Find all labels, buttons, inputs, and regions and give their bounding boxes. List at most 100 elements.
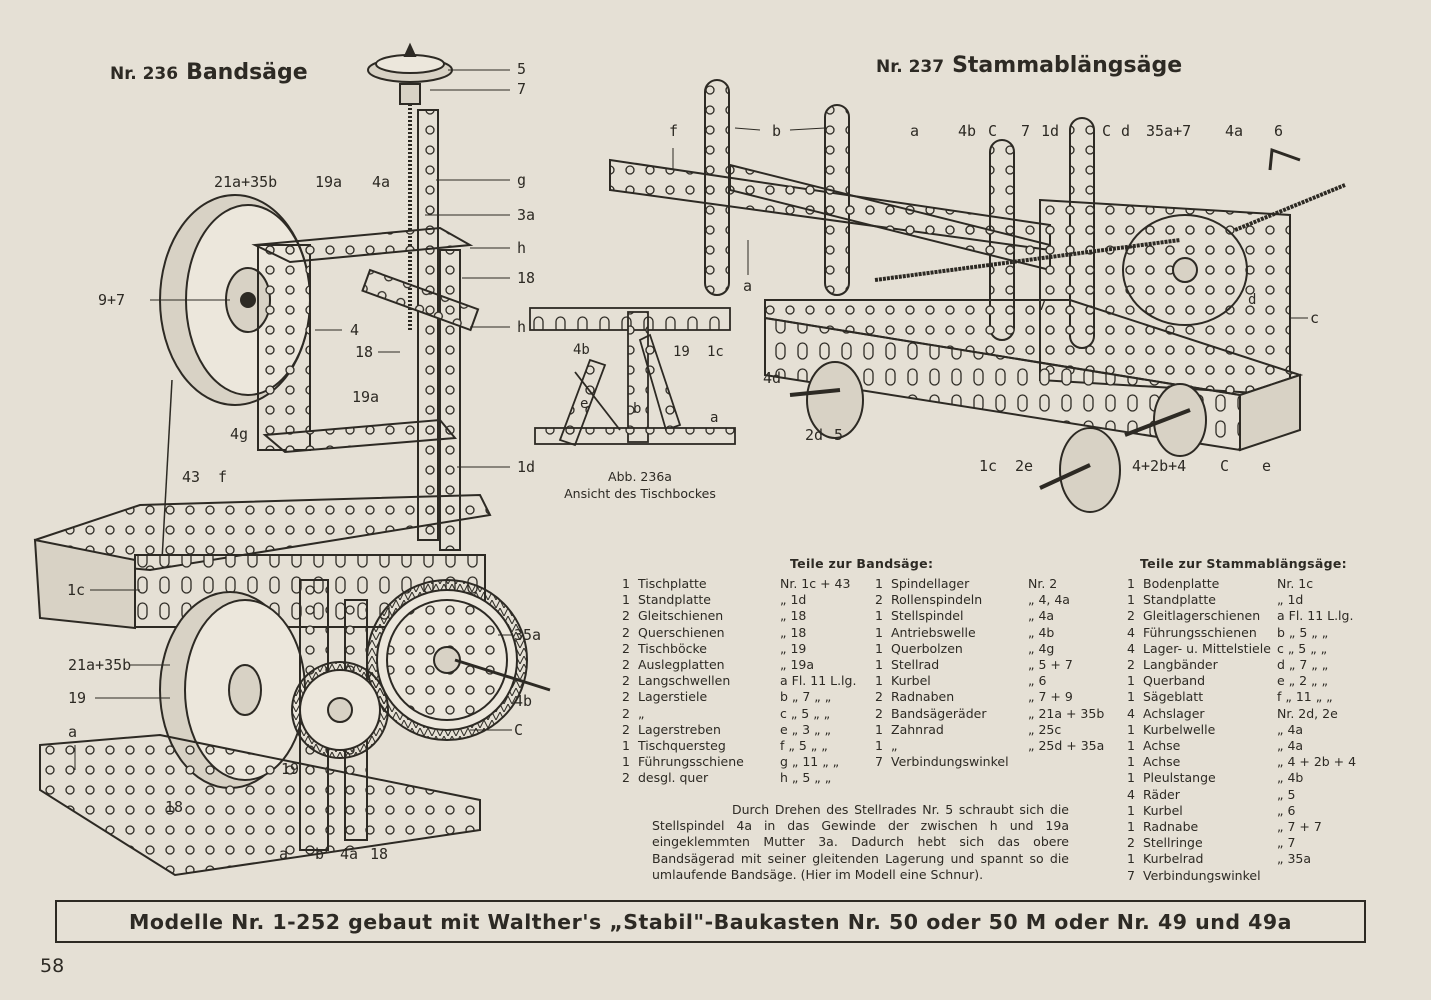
callout: 4 [350,321,360,339]
parts-row: 1 „„ 25d + 35a [875,738,1123,754]
parts-description: Tischquersteg [638,738,726,754]
callout: 18 [370,845,389,863]
callout: e [1262,457,1272,475]
parts-reference: c „ 5 „ „ [780,705,831,721]
callout: 2e [1015,457,1034,475]
parts-reference: c „ 5 „ „ [1277,640,1328,656]
parts-quantity: 2 [622,608,630,624]
parts-reference: „ 4a [1028,608,1055,624]
parts-reference: „ 4, 4a [1028,592,1070,608]
parts-reference: „ 5 + 7 [1028,657,1073,673]
parts-quantity: 1 [875,576,883,591]
parts-description: Antriebswelle [891,624,976,640]
parts-reference: „ 25d + 35a [1028,738,1105,754]
parts-quantity: 2 [1127,608,1135,624]
callout: 1c [979,457,998,475]
parts-quantity: 4 [1127,640,1135,656]
parts-reference: „ 1d [1277,592,1304,608]
parts-quantity: 1 [875,673,883,689]
parts-description: Führungsschiene [638,754,744,770]
callout: h [517,239,527,257]
callout: 21a+35b [214,173,278,191]
parts-reference: „ 1d [780,592,807,608]
parts-description: Radnabe [1143,819,1199,835]
callout: 19a [352,388,380,406]
parts-reference: „ 19a [780,657,815,673]
parts-reference: „ 18 [780,608,807,624]
callout: 5 [517,60,527,78]
callout: C [988,122,998,140]
parts-quantity: 2 [622,705,630,721]
parts-reference: b „ 7 „ „ [780,689,832,705]
parts-reference: a Fl. 11 L.lg. [1277,608,1354,624]
callout: 4a [340,845,359,863]
parts-quantity: 2 [622,689,630,705]
bandsaw-leader-lines [74,69,512,770]
parts-quantity: 1 [1127,770,1135,786]
guide-strip-left [704,79,730,296]
base-plate [764,299,1304,452]
gear-small [291,661,389,759]
gear-large [366,579,528,741]
parts-description: Querbolzen [891,640,963,656]
callout: d [1121,122,1131,140]
callout: 18 [355,343,374,361]
base-rails [39,733,481,877]
callout: c [1310,309,1320,327]
parts-description: Rollenspindeln [891,592,983,608]
callout: 35a [514,626,542,644]
callout: a [279,845,289,863]
callout: 4g [230,425,249,443]
parts-reference: f „ 5 „ „ [780,738,828,754]
parts-reference: e „ 2 „ „ [1277,673,1328,689]
callout: 4b [958,122,977,140]
parts-reference: „ 18 [780,624,807,640]
parts-description: Kurbel [1143,802,1183,818]
log-saw-drawing [609,79,1346,513]
callout: d [1248,292,1257,308]
parts-description: Lager- u. Mittelstiele [1143,640,1271,656]
parts-description: Stellspindel [891,608,964,624]
parts-row: 4 Lager- u. Mittelstiele c „ 5 „ „ [1127,641,1387,657]
parts-quantity: 1 [875,624,883,640]
callout: 9+7 [98,291,126,309]
connecting-rod [874,238,1181,282]
callout: 4b [573,342,590,358]
wheel-front-right [1059,427,1121,513]
parts-description: Querschienen [638,624,725,640]
parts-reference: „ 4g [1028,640,1055,656]
parts-quantity: 1 [875,640,883,656]
parts-reference: f „ 11 „ „ [1277,689,1333,705]
callout: a [910,122,920,140]
caption-line-1: Abb. 236a [608,469,672,484]
parts-quantity: 2 [622,721,630,737]
parts-description: Lagerstiele [638,689,708,705]
parts-reference: „ 7 [1277,835,1296,851]
parts-description: Lagerstreben [638,721,721,737]
parts-description: Bodenplatte [1143,576,1220,591]
parts-reference: Nr. 1c [1277,576,1314,591]
parts-reference: h „ 5 „ „ [780,770,832,786]
models-banner: Modelle Nr. 1-252 gebaut mit Walther's „… [55,900,1366,943]
callout: 18 [517,269,536,287]
parts-reference: „ 4b [1277,770,1304,786]
parts-reference: d „ 7 „ „ [1277,657,1329,673]
sliding-frame [257,244,311,451]
parts-description: Kurbelrad [1143,851,1204,867]
callout: 3a [517,206,536,224]
